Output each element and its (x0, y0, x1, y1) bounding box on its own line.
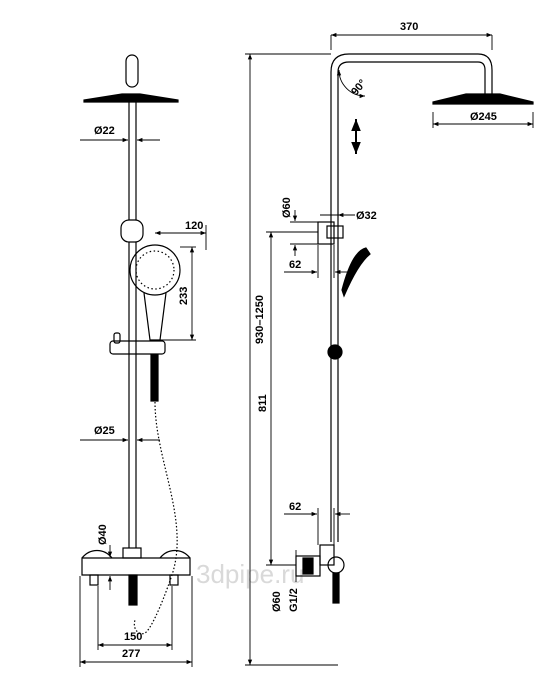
hand-shower-head (129, 244, 181, 296)
dim-rail-diameter-top: Ø22 (94, 125, 115, 137)
shower-arm (330, 53, 493, 88)
dim-rail-diameter-bottom: Ø25 (94, 425, 115, 437)
side-bracket (317, 221, 335, 245)
slide-bracket (120, 219, 144, 243)
dim-arm-angle: 90° (349, 77, 369, 97)
hand-shower-holder (109, 340, 166, 355)
shower-arm-nipple (125, 54, 139, 88)
dim-mixer-height: Ø40 (97, 524, 109, 545)
shower-head-front (83, 93, 179, 103)
dim-inlet-spacing: 150 (124, 631, 142, 643)
side-view (295, 53, 534, 604)
mixer-outlet (128, 574, 138, 606)
inlet-left (89, 574, 99, 586)
dim-bracket-tube: Ø32 (356, 210, 377, 222)
dim-handshower-reach: 120 (185, 220, 203, 232)
ball-joint (327, 344, 343, 360)
dim-arm-length: 370 (400, 21, 418, 33)
hand-shower-side (341, 247, 371, 298)
dim-bracket-height: Ø60 (281, 197, 293, 218)
inlet-right (169, 574, 179, 586)
dim-inlet-diameter: Ø60 (271, 591, 283, 612)
dim-handshower-length: 233 (178, 287, 190, 305)
lower-connector (319, 544, 335, 566)
hose (133, 401, 178, 635)
dim-mixer-width: 277 (122, 648, 140, 660)
dim-head-diameter: Ø245 (470, 111, 497, 123)
thermostatic-mixer (81, 557, 191, 576)
dim-center-height: 811 (257, 394, 269, 412)
hose-connector (150, 354, 159, 402)
dim-thread: G1/2 (288, 588, 300, 612)
dim-inlet-offset: 62 (289, 501, 301, 513)
shower-head-side (432, 93, 534, 105)
hand-shower-handle (143, 292, 167, 341)
dim-total-height: 930–1250 (254, 295, 266, 344)
dim-bracket-offset: 62 (289, 259, 301, 271)
front-view (81, 54, 191, 635)
